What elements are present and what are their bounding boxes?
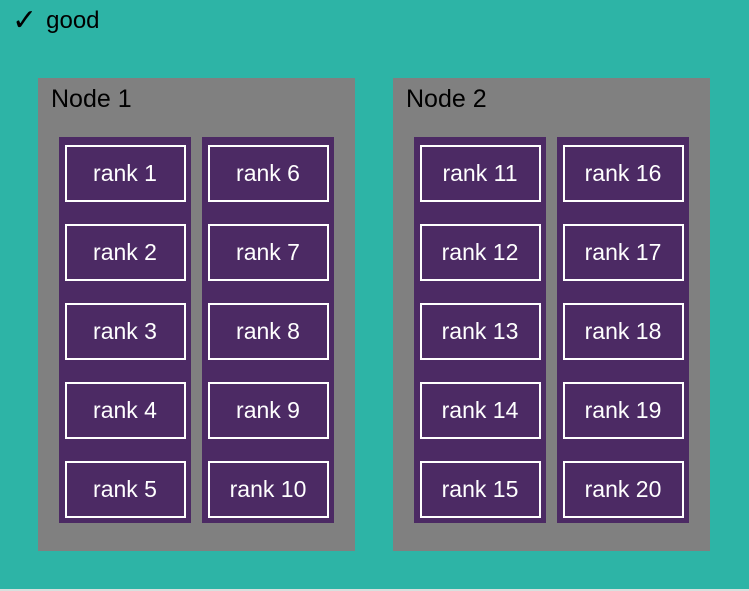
node-1-label: Node 1 — [51, 85, 132, 113]
rank-box: rank 19 — [562, 382, 684, 439]
legend: ✓ good — [12, 4, 100, 36]
node-2-column-1: rank 11 rank 12 rank 13 rank 14 rank 15 — [414, 137, 546, 523]
node-2-label: Node 2 — [406, 85, 487, 113]
rank-box: rank 15 — [419, 461, 541, 518]
node-1: Node 1 rank 1 rank 2 rank 3 rank 4 rank … — [38, 78, 355, 551]
rank-box: rank 8 — [207, 303, 329, 360]
legend-label: good — [46, 7, 100, 34]
rank-box: rank 7 — [207, 224, 329, 281]
rank-box: rank 1 — [64, 145, 186, 202]
rank-box: rank 14 — [419, 382, 541, 439]
node-1-column-1: rank 1 rank 2 rank 3 rank 4 rank 5 — [59, 137, 191, 523]
rank-box: rank 18 — [562, 303, 684, 360]
rank-box: rank 17 — [562, 224, 684, 281]
rank-box: rank 2 — [64, 224, 186, 281]
rank-box: rank 3 — [64, 303, 186, 360]
node-2: Node 2 rank 11 rank 12 rank 13 rank 14 r… — [393, 78, 710, 551]
rank-box: rank 4 — [64, 382, 186, 439]
node-2-column-2: rank 16 rank 17 rank 18 rank 19 rank 20 — [557, 137, 689, 523]
checkmark-icon: ✓ — [12, 4, 38, 37]
rank-box: rank 12 — [419, 224, 541, 281]
rank-box: rank 16 — [562, 145, 684, 202]
rank-box: rank 10 — [207, 461, 329, 518]
node-1-column-2: rank 6 rank 7 rank 8 rank 9 rank 10 — [202, 137, 334, 523]
rank-box: rank 13 — [419, 303, 541, 360]
bottom-edge-line — [0, 589, 749, 591]
rank-box: rank 6 — [207, 145, 329, 202]
rank-box: rank 5 — [64, 461, 186, 518]
rank-box: rank 20 — [562, 461, 684, 518]
rank-box: rank 11 — [419, 145, 541, 202]
rank-box: rank 9 — [207, 382, 329, 439]
